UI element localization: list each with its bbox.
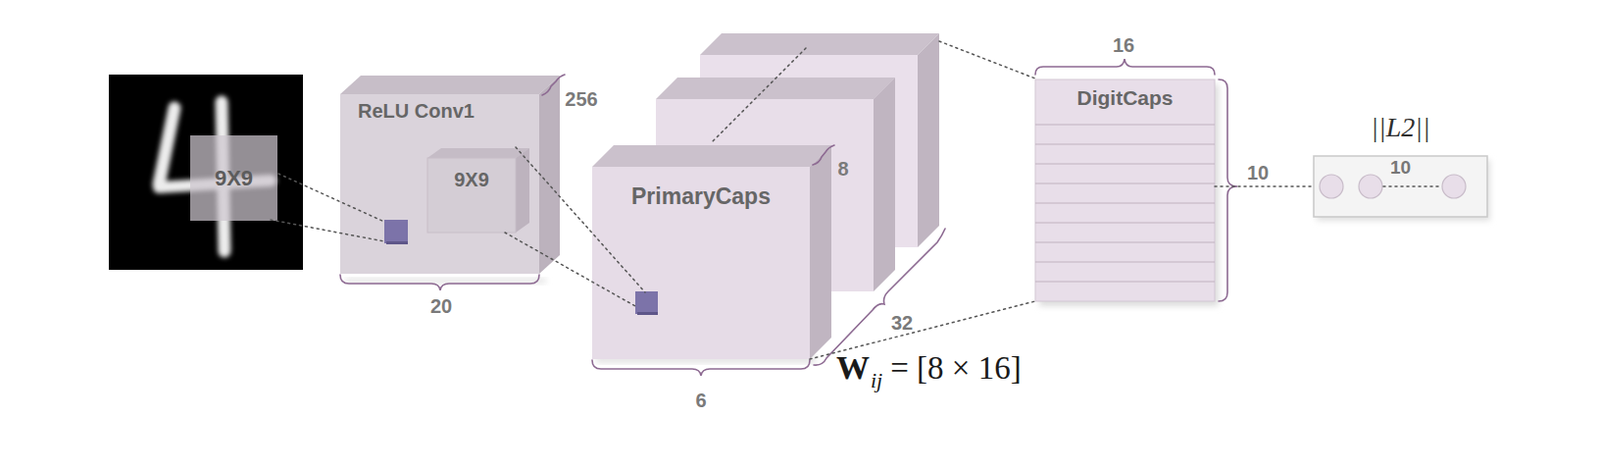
node-title: PrimaryCaps bbox=[631, 182, 771, 210]
receptive-field-lines bbox=[270, 173, 385, 242]
dimension-label-box: 20 bbox=[430, 294, 452, 318]
dimension-brackets bbox=[340, 58, 1238, 376]
digit-capsules: DigitCaps bbox=[1035, 79, 1215, 301]
dimension-label-box: 8 bbox=[837, 156, 849, 181]
node-title: 9X9 bbox=[214, 165, 253, 192]
dimension-label: 32 bbox=[891, 311, 913, 334]
node-title: ReLU Conv1 bbox=[357, 99, 475, 123]
dimension-label-box: 6 bbox=[695, 388, 706, 412]
dimension-label: 6 bbox=[695, 389, 706, 411]
dimension-label-box: 16 bbox=[1112, 33, 1135, 57]
matrix-symbol: W bbox=[836, 349, 870, 386]
kernel-patch: 9X9 bbox=[190, 135, 278, 221]
weight-matrix-label: Wij= [8 × 16] bbox=[836, 349, 1022, 387]
node-title: ||L2|| bbox=[1370, 111, 1430, 144]
capsule-layer: PrimaryCaps bbox=[592, 166, 810, 359]
dimension-label: 10 bbox=[1245, 161, 1271, 184]
dimension-label: 16 bbox=[1112, 34, 1135, 56]
primarycaps-cubes bbox=[592, 33, 940, 363]
dimension-label: 8 bbox=[837, 157, 849, 180]
input-image bbox=[108, 74, 303, 270]
node-title: 9X9 bbox=[453, 167, 490, 192]
dimension-label-box: 256 bbox=[564, 87, 598, 111]
node-title: DigitCaps bbox=[1076, 85, 1173, 110]
conv1-cube bbox=[340, 75, 560, 284]
matrix-subscript: ij bbox=[870, 367, 883, 393]
dimension-label-box: 32 bbox=[891, 310, 913, 335]
conv-layer: ReLU Conv1 9X9 bbox=[340, 94, 540, 274]
dimension-label: 256 bbox=[564, 88, 598, 110]
output-vector bbox=[1313, 155, 1491, 221]
conv-kernel: 9X9 bbox=[427, 157, 516, 233]
digitcaps-matrix bbox=[1035, 79, 1219, 306]
dimension-label-box: 10 bbox=[1245, 160, 1271, 185]
capsule-lines bbox=[504, 41, 1036, 306]
dotted-connector bbox=[1214, 185, 1314, 188]
output-norm: ||L2||10 bbox=[1313, 155, 1488, 217]
dimension-label: 20 bbox=[430, 295, 452, 317]
matrix-size: = [8 × 16] bbox=[890, 350, 1021, 386]
node-count: 10 bbox=[1390, 156, 1411, 179]
